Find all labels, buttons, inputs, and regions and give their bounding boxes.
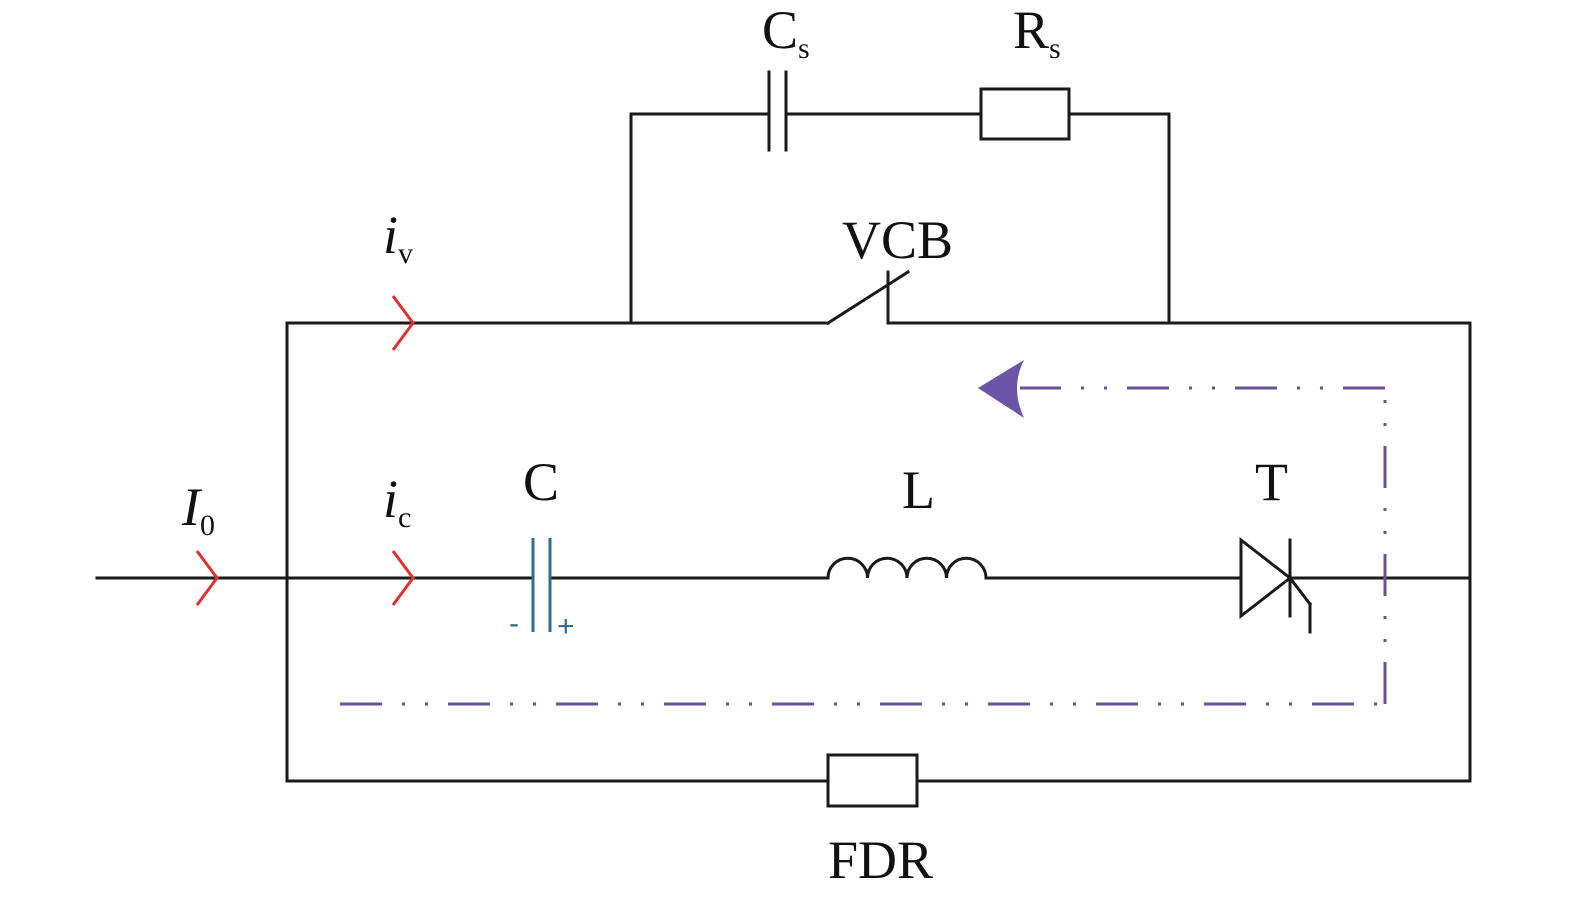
ic-arrow <box>391 550 415 606</box>
commutation-capacitor <box>531 538 552 632</box>
fdr-label: FDR <box>828 830 933 890</box>
iv-arrow <box>391 295 415 351</box>
vacuum-circuit-breaker <box>825 269 911 326</box>
wires <box>95 112 1472 783</box>
capacitor-label: C <box>523 452 559 512</box>
vcb-label: VCB <box>842 210 953 270</box>
discharge-loop-path <box>340 386 1387 706</box>
inductor-label: L <box>902 460 935 520</box>
discharge-loop-arrowhead <box>978 360 1024 418</box>
snubber-capacitor <box>767 70 788 152</box>
inductor <box>826 556 988 580</box>
thyristor <box>1239 536 1313 634</box>
capacitor-minus-sign: - <box>509 607 519 640</box>
iv-label: iv <box>383 205 413 270</box>
i0-label: I0 <box>181 477 215 542</box>
ic-label: ic <box>383 469 411 534</box>
capacitor-plus-sign: + <box>557 610 575 643</box>
thyristor-label: T <box>1255 452 1288 512</box>
snubber-resistor-label: Rs <box>1013 0 1061 65</box>
snubber-resistor <box>979 87 1071 141</box>
i0-arrow <box>195 550 219 606</box>
fdr-resistor <box>826 753 919 808</box>
snubber-capacitor-label: Cs <box>762 0 810 65</box>
